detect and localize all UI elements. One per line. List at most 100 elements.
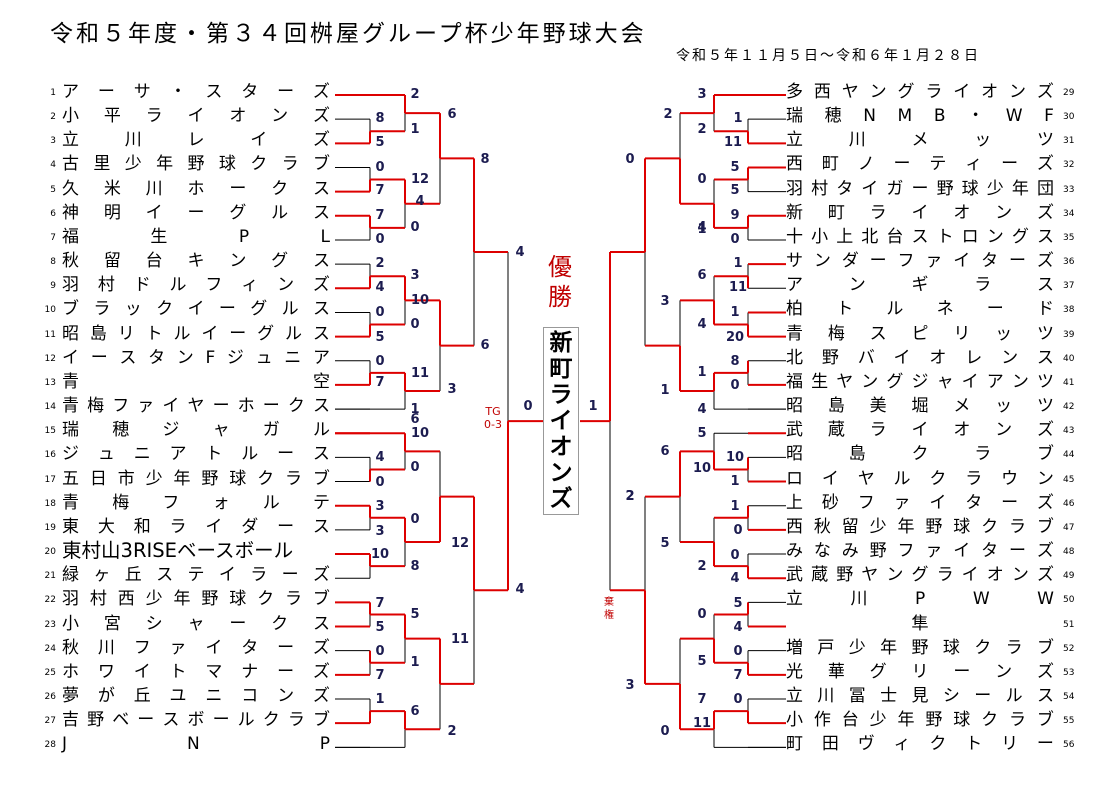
tg-note: TG 0-3 [478, 405, 508, 431]
match-score: 4 [415, 194, 425, 209]
match-score: 12 [450, 536, 470, 551]
match-score: 1 [588, 399, 598, 414]
match-score: 5 [375, 330, 385, 345]
match-score: 10 [410, 293, 430, 308]
match-score: 7 [697, 692, 707, 707]
match-score: 1 [375, 692, 385, 707]
team-number: 47 [1063, 522, 1075, 533]
team-number: 33 [1063, 184, 1075, 195]
match-score: 0 [697, 607, 707, 622]
match-score: 1 [697, 365, 707, 380]
team-name: 吉野ベースボールクラブ [62, 710, 330, 731]
team-name: 東大和ライダース [62, 516, 330, 537]
team-number: 28 [44, 740, 56, 751]
team-name: 久米川ホークス [62, 178, 330, 199]
team-name: 青梅ファイヤーホークス [62, 396, 330, 417]
team-name: 多西ヤングライオンズ [786, 82, 1054, 102]
team-name: 十小上北台ストロングス [786, 226, 1054, 247]
team-name: 五日市少年野球クラブ [62, 468, 330, 489]
team-name: 羽村タイガー野球少年団 [786, 178, 1054, 199]
team-name: 羽村ドルフィンズ [62, 275, 330, 296]
team-name: 青梅フォルテ [62, 492, 330, 513]
team-name: 神明イーグルス [62, 202, 330, 223]
match-score: 7 [375, 375, 385, 390]
match-score: 1 [660, 383, 670, 398]
match-score: 10 [410, 426, 430, 441]
match-score: 4 [697, 317, 707, 332]
match-score: 0 [410, 512, 420, 527]
match-score: 4 [697, 402, 707, 417]
team-number: 46 [1063, 498, 1075, 509]
team-name: サンダーファイターズ [786, 251, 1054, 272]
match-score: 6 [410, 704, 420, 719]
match-score: 8 [375, 111, 385, 126]
match-score: 0 [410, 460, 420, 475]
match-score: 8 [480, 152, 490, 167]
team-name: 隼 [911, 613, 929, 634]
match-score: 4 [515, 245, 525, 260]
team-name: 昭島クラブ [786, 444, 1054, 465]
team-name: 緑ヶ丘ステイラーズ [62, 565, 330, 586]
team-name: ホワイトマナーズ [62, 661, 330, 682]
team-number: 35 [1063, 232, 1075, 243]
match-score: 11 [692, 716, 712, 731]
team-number: 55 [1063, 716, 1075, 727]
team-name: 青梅スピリッツ [786, 323, 1054, 344]
match-score: 6 [480, 338, 490, 353]
team-number: 15 [44, 426, 56, 437]
match-score: 11 [410, 366, 430, 381]
match-score: 0 [375, 232, 385, 247]
team-number: 23 [44, 619, 56, 630]
match-score: 3 [660, 294, 670, 309]
match-score: 4 [730, 571, 740, 586]
team-number: 32 [1063, 160, 1075, 171]
match-score: 1 [733, 111, 743, 126]
team-number: 18 [44, 498, 56, 509]
team-number: 3 [50, 136, 56, 147]
match-score: 5 [660, 536, 670, 551]
match-score: 0 [375, 644, 385, 659]
team-name: 小作台少年野球クラブ [786, 710, 1054, 731]
team-number: 21 [44, 571, 56, 582]
team-name: 秋留台キングス [62, 251, 330, 272]
team-number: 42 [1063, 402, 1075, 413]
team-number: 14 [44, 402, 56, 413]
team-number: 41 [1063, 377, 1075, 388]
match-score: 0 [730, 378, 740, 393]
team-name: 光華グリーンズ [786, 661, 1054, 682]
team-number: 20 [44, 547, 56, 558]
team-number: 10 [44, 305, 56, 316]
team-name: 東村山3RISEベースボール [62, 539, 294, 563]
match-score: 0 [625, 152, 635, 167]
page-title: 令和５年度・第３４回桝屋グループ杯少年野球大会 [50, 21, 647, 47]
match-score: 1 [410, 402, 420, 417]
match-score: 1 [697, 222, 707, 237]
winner-label: 優勝 [548, 253, 572, 311]
team-name: 北野バイオレンス [786, 347, 1054, 368]
team-number: 22 [44, 595, 56, 606]
champion-name: 新町ライオンズ [543, 327, 579, 515]
match-score: 10 [725, 450, 745, 465]
team-name: ロイヤルクラウン [786, 468, 1054, 489]
match-score: 3 [375, 524, 385, 539]
team-number: 2 [50, 112, 56, 123]
match-score: 2 [697, 122, 707, 137]
team-name: 福生ヤングジャイアンツ [786, 371, 1054, 392]
match-score: 6 [697, 268, 707, 283]
match-score: 1 [730, 474, 740, 489]
match-score: 0 [697, 172, 707, 187]
team-name: 小平ライオンズ [62, 106, 330, 127]
match-score: 0 [375, 475, 385, 490]
match-score: 1 [730, 305, 740, 320]
tg-label: TG [485, 405, 501, 418]
team-number: 13 [44, 377, 56, 388]
match-score: 9 [730, 208, 740, 223]
team-number: 25 [44, 667, 56, 678]
team-number: 27 [44, 716, 56, 727]
match-score: 4 [733, 620, 743, 635]
match-score: 20 [725, 330, 745, 345]
team-number: 19 [44, 522, 56, 533]
match-score: 7 [375, 208, 385, 223]
